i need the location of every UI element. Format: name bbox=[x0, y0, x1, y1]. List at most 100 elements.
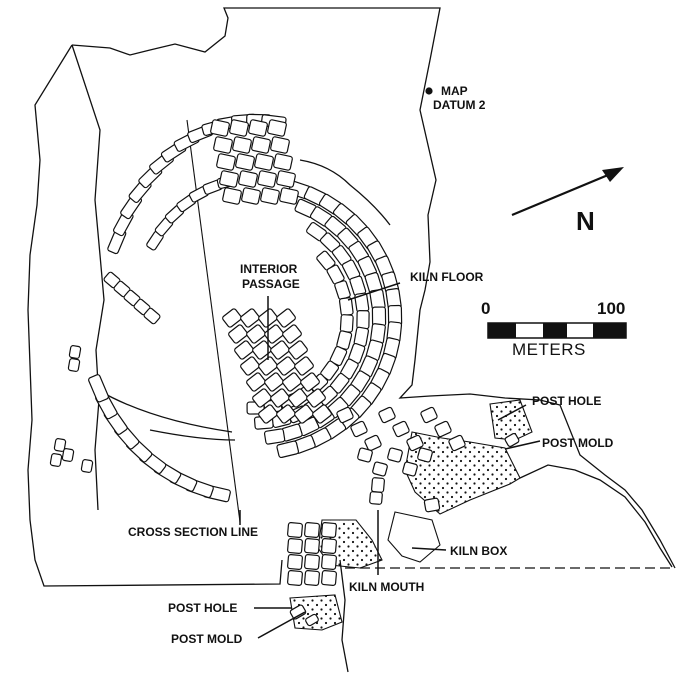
brick bbox=[300, 372, 320, 392]
south-boundary bbox=[339, 559, 349, 673]
stipple-zone-post-hole-upper bbox=[489, 399, 533, 441]
flue-edge bbox=[299, 159, 391, 226]
cross-section-line bbox=[186, 119, 241, 523]
brick bbox=[387, 447, 403, 463]
brick bbox=[279, 187, 299, 205]
brick bbox=[339, 314, 354, 333]
brick bbox=[288, 340, 308, 360]
leader-kiln-floor bbox=[347, 282, 401, 301]
brick bbox=[238, 170, 258, 188]
brick bbox=[364, 434, 382, 452]
north-arrow bbox=[511, 168, 621, 217]
brick bbox=[252, 388, 272, 408]
brick bbox=[294, 356, 314, 376]
brick bbox=[240, 356, 260, 376]
excavation-boundary bbox=[71, 7, 676, 569]
brick bbox=[270, 388, 290, 408]
stipple-zone-post-hole-lower bbox=[289, 594, 343, 631]
brick bbox=[282, 324, 302, 344]
brick bbox=[222, 308, 242, 328]
brick bbox=[287, 538, 303, 554]
leader-post-mold-lower bbox=[257, 611, 306, 639]
label-kiln-mouth: KILN MOUTH bbox=[349, 580, 425, 594]
brick bbox=[402, 461, 418, 477]
brick bbox=[53, 438, 67, 452]
leader-kiln-box bbox=[411, 547, 447, 551]
brick bbox=[294, 404, 314, 424]
brick bbox=[248, 119, 268, 137]
brick bbox=[289, 604, 307, 620]
brick bbox=[267, 119, 287, 137]
kiln-brickwork bbox=[49, 113, 520, 627]
brick bbox=[304, 538, 320, 554]
brick bbox=[504, 432, 520, 448]
datum-label-line2: DATUM 2 bbox=[433, 98, 486, 112]
brick bbox=[251, 136, 271, 154]
brick bbox=[260, 187, 280, 205]
brick bbox=[423, 497, 441, 513]
brick bbox=[350, 420, 368, 438]
brick bbox=[372, 461, 388, 477]
brick bbox=[282, 372, 302, 392]
brick bbox=[356, 310, 370, 330]
brick bbox=[254, 153, 274, 171]
brick bbox=[287, 554, 303, 570]
label-post-hole-upper: POST HOLE bbox=[532, 394, 602, 408]
brick bbox=[216, 153, 236, 171]
north-arrowhead bbox=[602, 167, 624, 182]
label-post-mold-upper: POST MOLD bbox=[542, 436, 614, 450]
western-arc bbox=[97, 389, 233, 433]
brick bbox=[448, 434, 466, 452]
label-cross-section-line: CROSS SECTION LINE bbox=[128, 525, 259, 539]
brick bbox=[234, 340, 254, 360]
brick bbox=[306, 388, 326, 408]
brick bbox=[213, 136, 233, 154]
brick bbox=[270, 136, 290, 154]
scale-max-label: 100 bbox=[597, 299, 626, 318]
brick bbox=[420, 406, 438, 424]
datum-point bbox=[425, 87, 433, 95]
leader-post-mold-upper bbox=[504, 440, 541, 450]
brick bbox=[276, 404, 296, 424]
brick bbox=[312, 404, 332, 424]
brick bbox=[276, 308, 296, 328]
brick bbox=[304, 522, 320, 538]
brick bbox=[392, 420, 410, 438]
brick bbox=[371, 477, 385, 493]
brick bbox=[369, 491, 383, 505]
brick bbox=[305, 613, 319, 627]
brick bbox=[434, 420, 452, 438]
east-boundary bbox=[519, 464, 673, 568]
brick bbox=[258, 404, 278, 424]
brick bbox=[49, 453, 63, 467]
brick bbox=[258, 356, 278, 376]
brick bbox=[143, 307, 161, 325]
label-interior-passage-1: INTERIOR bbox=[240, 262, 298, 276]
label-interior-passage-2: PASSAGE bbox=[242, 277, 300, 291]
brick bbox=[338, 297, 354, 317]
label-kiln-floor: KILN FLOOR bbox=[410, 270, 484, 284]
label-post-hole-lower: POST HOLE bbox=[168, 601, 238, 615]
west-wall bbox=[27, 44, 283, 587]
brick bbox=[321, 538, 337, 554]
north-label: N bbox=[576, 206, 595, 236]
brick bbox=[304, 554, 320, 570]
label-kiln-box: KILN BOX bbox=[450, 544, 508, 558]
brick bbox=[235, 153, 255, 171]
brick bbox=[88, 374, 109, 403]
scale-bar bbox=[487, 322, 627, 339]
interior-baulk bbox=[71, 44, 105, 511]
brick bbox=[229, 119, 249, 137]
inner-edge bbox=[149, 429, 236, 441]
brick bbox=[232, 136, 252, 154]
brick bbox=[321, 554, 337, 570]
brick bbox=[276, 356, 296, 376]
brick bbox=[321, 570, 337, 586]
brick bbox=[257, 170, 277, 188]
brick bbox=[334, 280, 351, 300]
brick bbox=[80, 459, 94, 473]
brick bbox=[210, 119, 230, 137]
brick bbox=[263, 428, 286, 445]
brick bbox=[417, 447, 433, 463]
